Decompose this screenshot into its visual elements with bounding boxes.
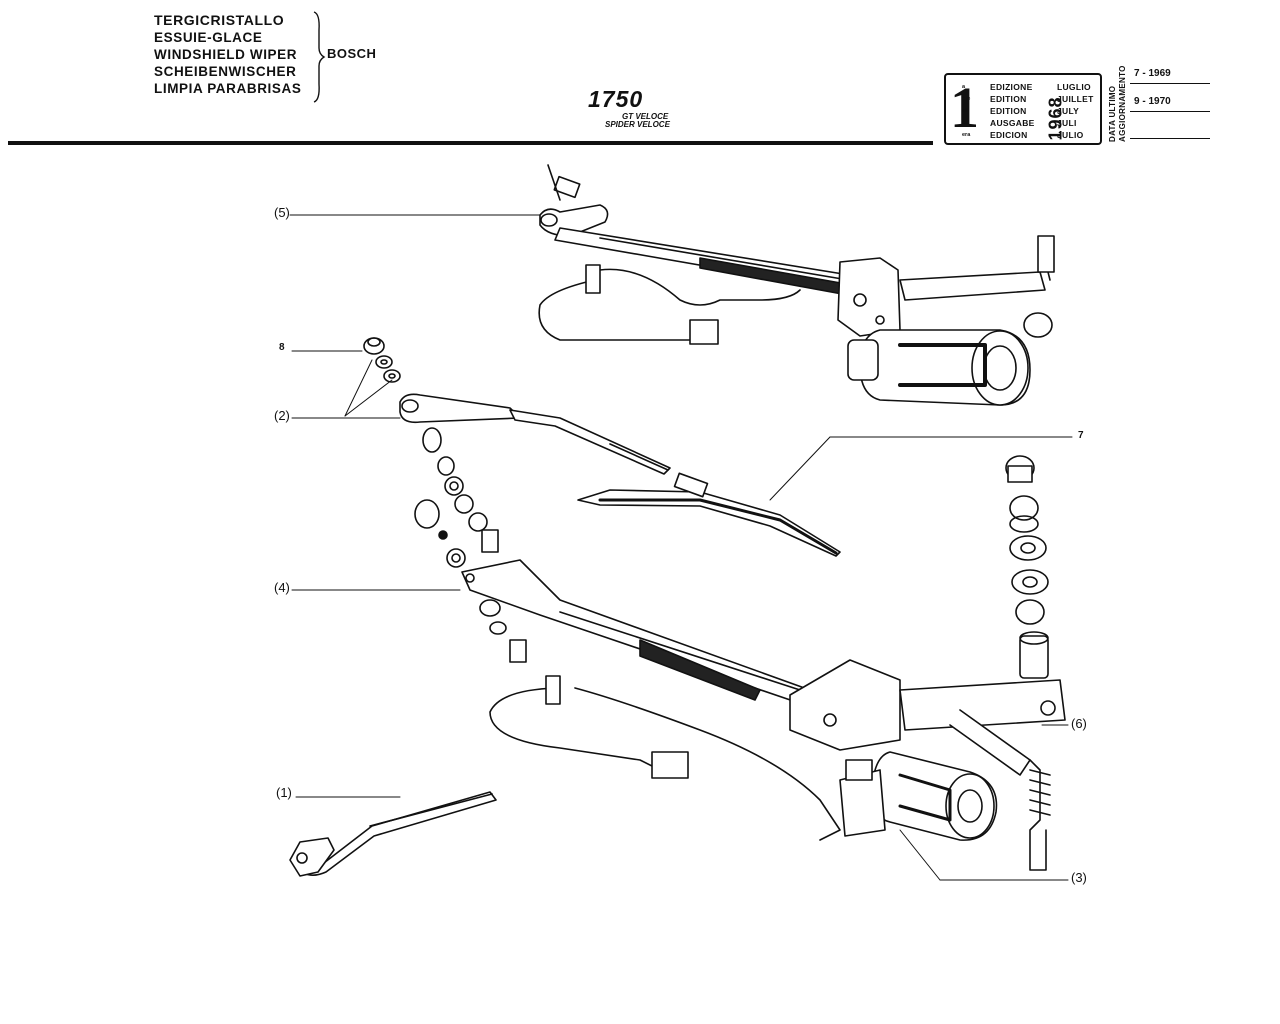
bush-stack-right bbox=[1005, 455, 1049, 679]
wiper-arm-1 bbox=[289, 791, 497, 877]
model-number: 1750 bbox=[588, 86, 644, 112]
header-rule bbox=[8, 141, 933, 145]
edition-month-en: JULY bbox=[1057, 106, 1080, 116]
variant-spider-veloce: SPIDER VELOCE bbox=[605, 120, 670, 129]
title-spanish: LIMPIA PARABRISAS bbox=[154, 81, 302, 96]
edition-suffix-it: a bbox=[962, 84, 966, 90]
update-date-1: 7 - 1969 bbox=[1134, 68, 1171, 79]
callout-8: 8 bbox=[279, 342, 285, 353]
wiper-assembly-top bbox=[538, 164, 1055, 406]
edition-number: 1 bbox=[950, 75, 979, 140]
variant-gt-veloce: GT VELOCE bbox=[622, 112, 669, 121]
edition-month-de: JULI bbox=[1057, 118, 1077, 128]
callout-7: 7 bbox=[1078, 430, 1084, 441]
callout-3: (3) bbox=[1071, 870, 1087, 885]
edition-month-it: LUGLIO bbox=[1057, 82, 1091, 92]
callout-4: (4) bbox=[274, 580, 290, 595]
edition-label-de: AUSGABE bbox=[990, 118, 1035, 128]
title-german: SCHEIBENWISCHER bbox=[154, 64, 297, 79]
callout-5: (5) bbox=[274, 205, 290, 220]
wiper-assembly-bottom bbox=[461, 559, 1066, 871]
callout-6: (6) bbox=[1071, 716, 1087, 731]
edition-suffix-es: era bbox=[962, 132, 971, 138]
title-french: ESSUIE-GLACE bbox=[154, 30, 263, 45]
callout-1: (1) bbox=[276, 785, 292, 800]
update-line-2 bbox=[1130, 111, 1210, 112]
title-brace-icon bbox=[313, 11, 326, 103]
title-english: WINDSHIELD WIPER bbox=[154, 47, 298, 62]
update-date-2: 9 - 1970 bbox=[1134, 96, 1171, 107]
title-italian: TERGICRISTALLO bbox=[154, 12, 285, 28]
nut-and-washers bbox=[363, 337, 401, 383]
bush-stack-left bbox=[414, 427, 499, 568]
edition-label-it: EDIZIONE bbox=[990, 82, 1033, 92]
wiper-arm-2 bbox=[399, 393, 671, 475]
edition-label-fr: EDITION bbox=[990, 94, 1027, 104]
edition-label-en: EDITION bbox=[990, 106, 1027, 116]
edition-suffix-de: e bbox=[962, 120, 966, 126]
update-line-3 bbox=[1130, 138, 1210, 139]
edition-box bbox=[944, 73, 1102, 145]
edition-suffix-en: st bbox=[962, 108, 967, 114]
update-line-1 bbox=[1130, 83, 1210, 84]
callout-2: (2) bbox=[274, 408, 290, 423]
wiper-blade-7 bbox=[577, 472, 841, 557]
edition-month-fr: JUILLET bbox=[1057, 94, 1094, 104]
edition-label-es: EDICION bbox=[990, 130, 1028, 140]
maker-label: BOSCH bbox=[327, 46, 377, 61]
edition-month-es: JULIO bbox=[1057, 130, 1084, 140]
edition-suffix-fr: ère bbox=[962, 96, 971, 102]
